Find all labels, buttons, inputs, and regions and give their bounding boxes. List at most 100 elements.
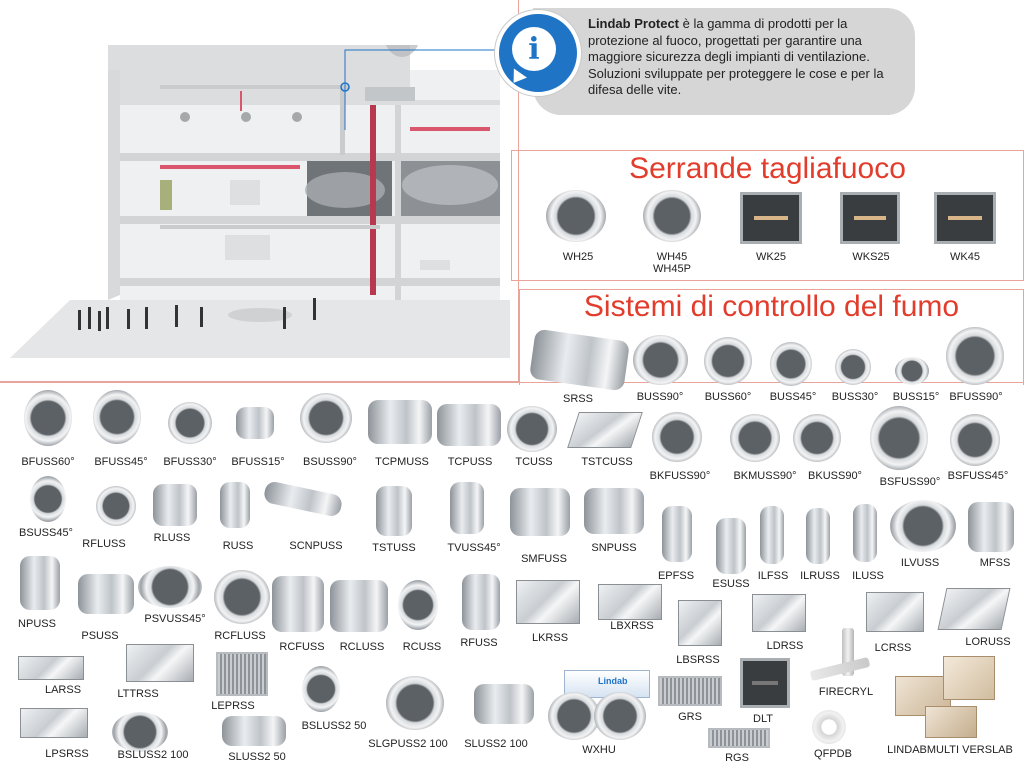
product-image-slgpuss2-100[interactable] — [386, 676, 444, 730]
product-image-bsluss2-100[interactable] — [112, 712, 168, 752]
product-image-buss45[interactable] — [770, 342, 812, 386]
product-label: BSLUSS2 100 — [117, 749, 189, 761]
product-label: RLUSS — [153, 532, 191, 544]
product-image-ilruss[interactable] — [806, 508, 830, 564]
product-label: TCPUSS — [447, 456, 493, 468]
product-image-bfuss15[interactable] — [236, 407, 274, 439]
product-image-bsuss90[interactable] — [300, 393, 352, 443]
product-image-rcfluss[interactable] — [214, 570, 270, 624]
product-image-ldrss[interactable] — [752, 594, 806, 632]
product-label: SCNPUSS — [289, 540, 343, 552]
product-label: RUSS — [222, 540, 254, 552]
product-image-psuss[interactable] — [78, 574, 134, 614]
product-image-rfluss[interactable] — [96, 486, 136, 526]
product-image-mfss[interactable] — [968, 502, 1014, 552]
product-image-bfuss30[interactable] — [168, 402, 212, 444]
product-image-loruss[interactable] — [937, 588, 1011, 630]
product-image-rcuss[interactable] — [398, 580, 438, 630]
product-image-leprss[interactable] — [216, 652, 268, 696]
product-label: DLT — [753, 713, 773, 725]
product-label: LORUSS — [965, 636, 1011, 648]
product-label: ILFSS — [757, 570, 789, 582]
product-image-tcuss[interactable] — [507, 406, 557, 452]
product-image-larss[interactable] — [18, 656, 84, 680]
product-label: BUSS90° — [636, 391, 684, 403]
product-label: SLUSS2 100 — [464, 738, 528, 750]
product-image-npuss[interactable] — [20, 556, 60, 610]
product-label: SNPUSS — [591, 542, 637, 554]
product-label: RGS — [725, 752, 749, 764]
product-image-rluss[interactable] — [153, 484, 197, 526]
product-image-lttrss[interactable] — [126, 644, 194, 682]
product-image-tcpuss[interactable] — [437, 404, 501, 446]
product-label: BSUSS45° — [19, 527, 73, 539]
product-label: BFUSS30° — [163, 456, 217, 468]
product-image-firecryl[interactable] — [809, 628, 871, 682]
product-image-bkuss90[interactable] — [793, 414, 841, 462]
damper-wh25-image[interactable] — [546, 190, 606, 242]
product-image-rcluss[interactable] — [330, 580, 388, 632]
product-image-buss15[interactable] — [895, 357, 929, 385]
product-image-bsfuss45[interactable] — [950, 414, 1000, 466]
product-image-lindabmulti-verslab[interactable] — [895, 656, 995, 740]
product-image-buss30[interactable] — [835, 349, 871, 385]
product-image-tcpmuss[interactable] — [368, 400, 432, 444]
product-image-bsluss2-50[interactable] — [302, 666, 340, 712]
product-label: GRS — [678, 711, 702, 723]
product-image-rfuss[interactable] — [462, 574, 500, 630]
product-label: LARSS — [44, 684, 82, 696]
product-image-ilvuss[interactable] — [890, 500, 956, 552]
product-image-tvuss45[interactable] — [450, 482, 484, 534]
damper-wks25-image[interactable] — [840, 192, 900, 244]
product-image-lkrss[interactable] — [516, 580, 580, 624]
product-label: LCRSS — [874, 642, 912, 654]
products-frame — [0, 382, 1024, 770]
product-image-snpuss[interactable] — [584, 488, 644, 534]
product-image-lcrss[interactable] — [866, 592, 924, 632]
product-image-rgs[interactable] — [708, 728, 770, 748]
product-image-bfuss45[interactable] — [93, 390, 141, 444]
product-label: SLGPUSS2 100 — [368, 738, 448, 750]
wxhu-box-label: Lindab — [598, 676, 628, 686]
product-label: BKMUSS90° — [733, 470, 797, 482]
damper-wk25-image[interactable] — [740, 192, 802, 244]
product-image-psvuss45[interactable] — [138, 566, 202, 608]
product-image-esuss[interactable] — [716, 518, 746, 574]
product-label: TCPMUSS — [375, 456, 429, 468]
product-image-bsfuss90[interactable] — [870, 406, 928, 470]
product-image-lbxrss[interactable] — [598, 584, 662, 620]
product-image-lbsrss[interactable] — [678, 600, 722, 646]
product-label: ILVUSS — [900, 557, 940, 569]
product-label: LPSRSS — [45, 748, 89, 760]
building-illustration — [10, 45, 510, 358]
damper-wh45-image[interactable] — [643, 190, 701, 242]
info-text: Lindab Protect è la gamma di prodotti pe… — [588, 16, 904, 99]
product-image-sluss2-100[interactable] — [474, 684, 534, 724]
product-label: BFUSS15° — [231, 456, 285, 468]
product-label: LTTRSS — [117, 688, 159, 700]
product-image-bkfuss90[interactable] — [652, 412, 702, 462]
product-image-bsuss45[interactable] — [30, 476, 66, 522]
product-image-dlt[interactable] — [740, 658, 790, 708]
product-image-sluss2-50[interactable] — [222, 716, 286, 746]
product-label: LINDABMULTI VERSLAB — [887, 744, 1013, 756]
damper-wk45-image[interactable] — [934, 192, 996, 244]
product-image-tstuss[interactable] — [376, 486, 412, 536]
product-image-bfuss90[interactable] — [946, 327, 1004, 385]
product-image-iluss[interactable] — [853, 504, 877, 562]
product-image-bkmuss90[interactable] — [730, 414, 780, 462]
product-image-tstcuss[interactable] — [567, 412, 643, 448]
product-image-rcfuss[interactable] — [272, 576, 324, 632]
product-image-grs[interactable] — [658, 676, 722, 706]
damper-label: WK45 — [950, 251, 980, 263]
product-image-russ[interactable] — [220, 482, 250, 528]
product-image-qfpdb[interactable] — [812, 710, 846, 744]
product-image-lpsrss[interactable] — [20, 708, 88, 738]
product-image-epfss[interactable] — [662, 506, 692, 562]
product-image-buss60[interactable] — [704, 337, 752, 385]
product-image-ilfss[interactable] — [760, 506, 784, 564]
product-image-smfuss[interactable] — [510, 488, 570, 536]
product-image-bfuss60[interactable] — [24, 390, 72, 446]
product-image-buss90[interactable] — [633, 335, 688, 385]
product-image-wxhu[interactable]: Lindab — [548, 670, 654, 740]
